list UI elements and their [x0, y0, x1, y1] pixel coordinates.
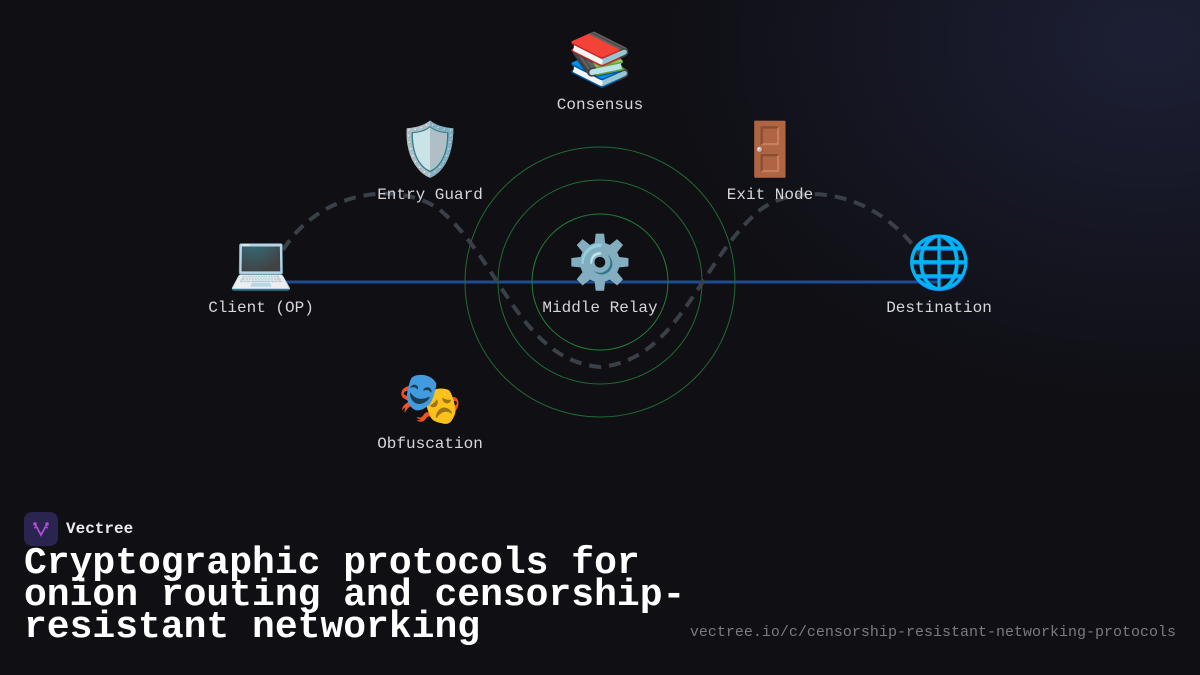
- node-label: Exit Node: [726, 186, 814, 204]
- node-destination: 🌐 Destination: [886, 233, 992, 317]
- brand: Vectree: [24, 512, 133, 546]
- node-label: Client (OP): [208, 299, 314, 317]
- brand-name: Vectree: [66, 520, 134, 538]
- node-obfuscation: 🎭 Obfuscation: [377, 369, 483, 453]
- ring-outer: [464, 146, 736, 418]
- node-label: Middle Relay: [542, 299, 658, 317]
- gear-icon: ⚙️: [567, 233, 633, 293]
- vectree-logo-icon: [24, 512, 58, 546]
- shield-icon: 🛡️: [397, 120, 463, 180]
- node-entry-guard: 🛡️ Entry Guard: [377, 120, 483, 204]
- node-exit-node: 🚪 Exit Node: [727, 120, 813, 204]
- page-url: vectree.io/c/censorship-resistant-networ…: [689, 624, 1176, 641]
- dashed-onion-path: [281, 191, 927, 370]
- ring-inner: [531, 213, 669, 351]
- page-title: Cryptographic protocols for onion routin…: [24, 542, 686, 649]
- door-icon: 🚪: [737, 120, 803, 180]
- books-icon: 📚: [567, 30, 633, 90]
- node-label: Consensus: [556, 96, 644, 114]
- node-label: Destination: [886, 299, 992, 317]
- node-client: 💻 Client (OP): [208, 233, 314, 317]
- node-consensus: 📚 Consensus: [557, 30, 643, 114]
- node-label: Entry Guard: [377, 186, 483, 204]
- laptop-icon: 💻: [228, 233, 294, 293]
- node-label: Obfuscation: [377, 435, 483, 453]
- node-middle-relay: ⚙️ Middle Relay: [542, 233, 657, 317]
- theater-masks-icon: 🎭: [397, 369, 463, 429]
- globe-icon: 🌐: [906, 233, 972, 293]
